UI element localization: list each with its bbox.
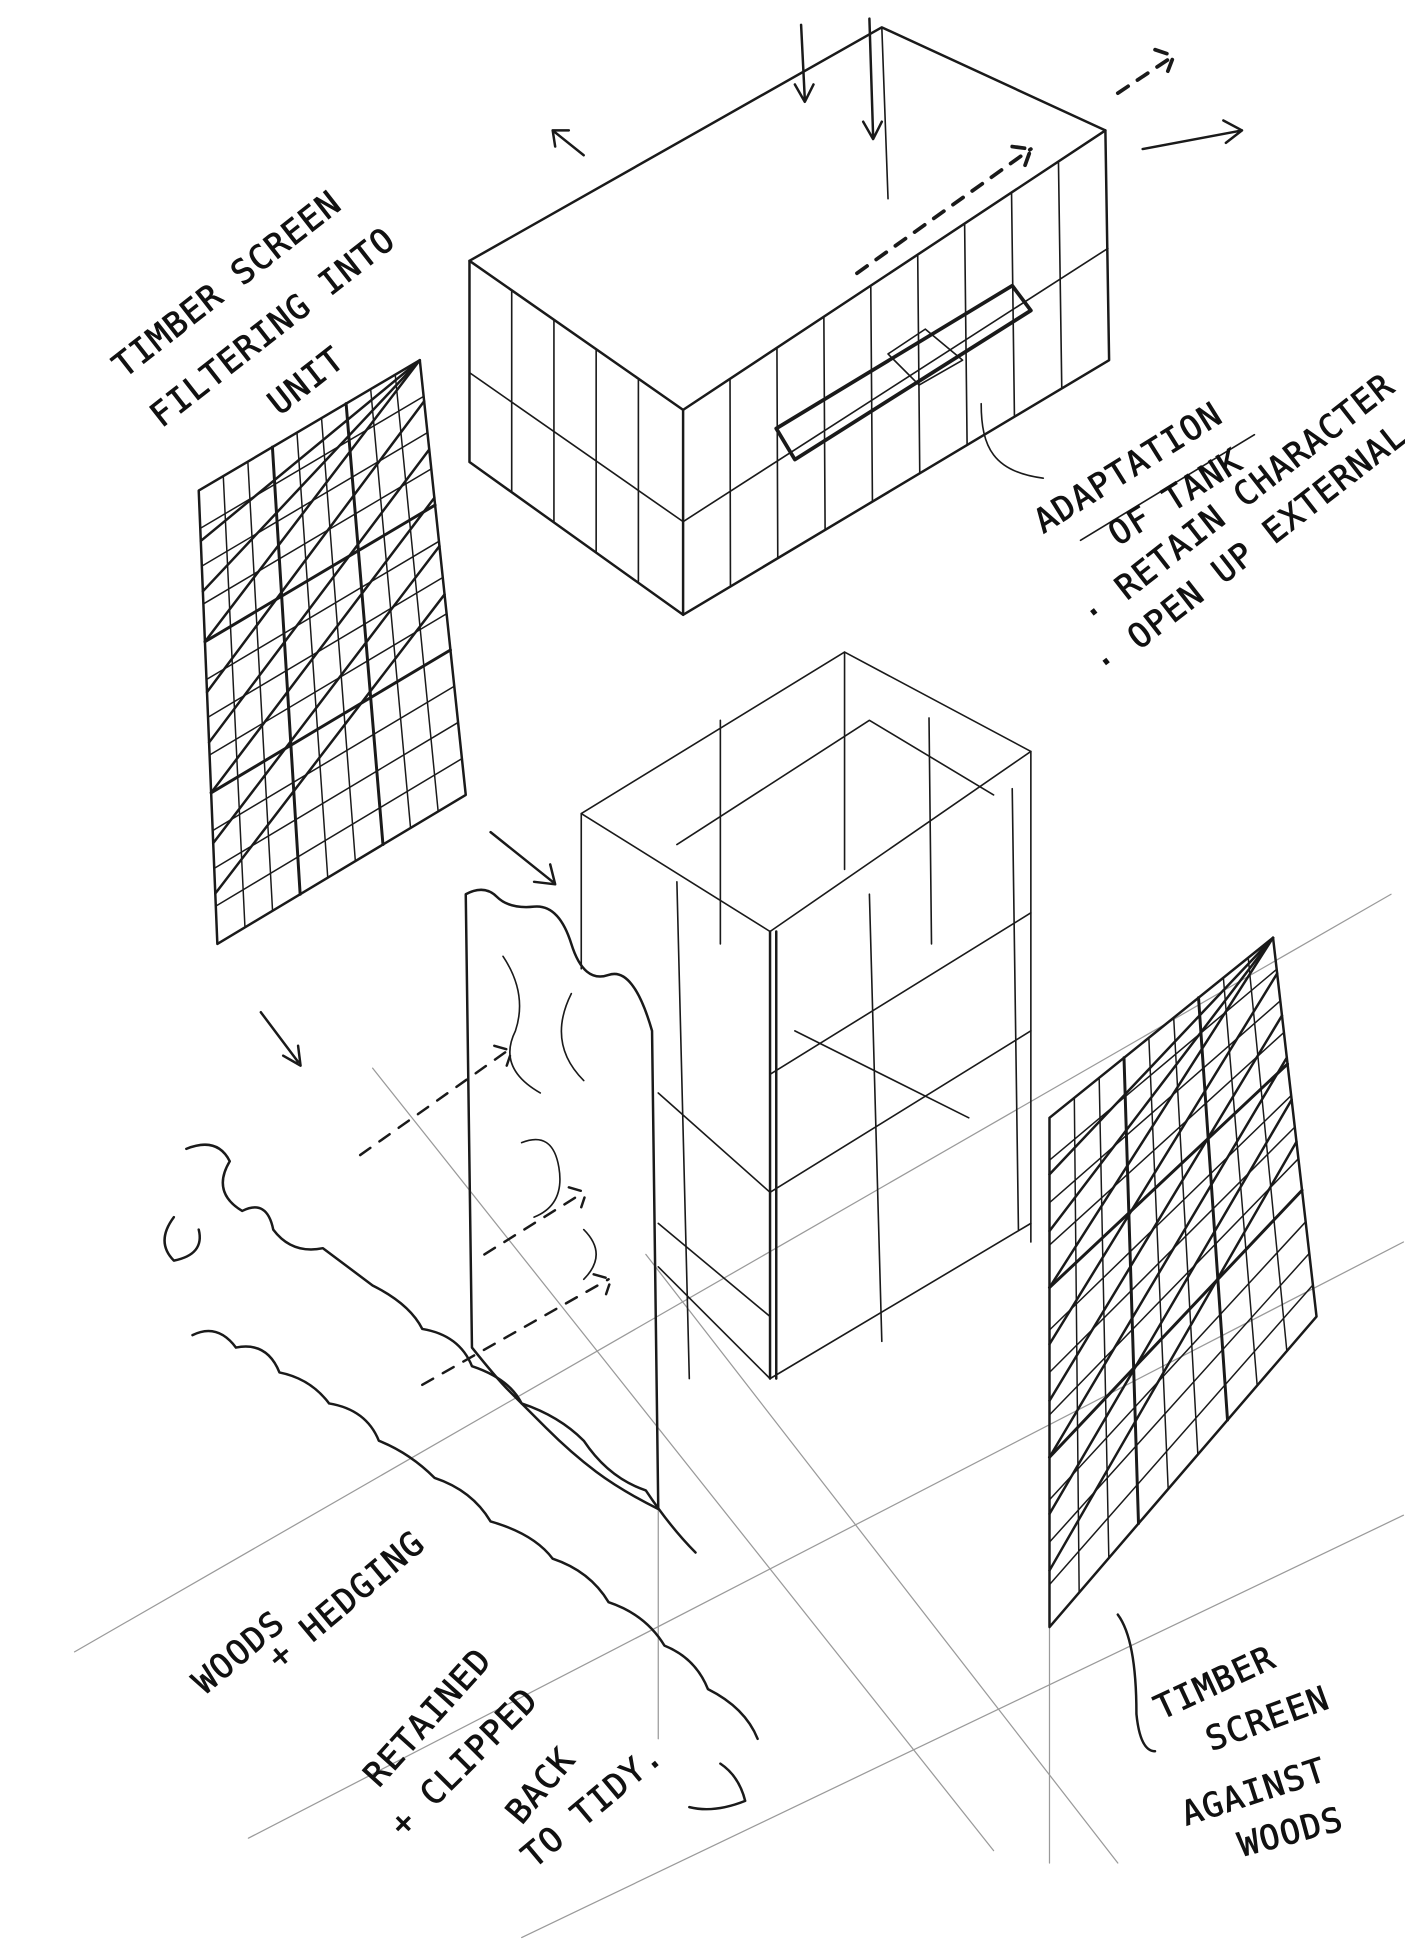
tank-cladding-line [1057,160,1063,390]
structural-frame [580,651,1032,1380]
svg-text:· RETAIN CHARACTER: · RETAIN CHARACTER [1074,365,1402,633]
svg-text:+ HEDGING: + HEDGING [260,1523,433,1677]
screen-hatch-line [207,576,444,719]
screen-hatch-line [1048,1031,1285,1246]
screen-hatch-line-diagonal [1048,936,1275,1233]
tank-cladding-line [916,253,921,475]
screen-hatch-line-diagonal [211,544,441,845]
annotation-line: + HEDGING [260,1523,433,1677]
screen-hatch-line [209,648,452,795]
screen-hatch-line-diagonal [1048,1098,1293,1516]
screen-hatch-line-diagonal [205,399,426,694]
screen-hatch-line-diagonal [1048,1140,1298,1572]
annotation-line: UNIT [260,339,352,422]
screen-hatch-line [1048,1221,1307,1501]
tank-cladding-line [963,222,968,446]
screen-hatch-line [202,468,433,605]
screen-hatch-line-diagonal [207,448,431,744]
timber-screen-left [197,358,467,946]
screen-hatch-line [1048,968,1278,1161]
annotation-woods-hedging: WOODS + HEDGING RETAINED + CLIPPED BACK … [185,1522,671,1875]
tank-cladding-line [1010,191,1016,418]
screen-hatch-line [199,395,425,530]
screen-hatch-line [215,757,463,907]
screen-hatch-line [1048,1094,1292,1331]
screen-hatch-line [203,503,437,644]
annotation-timber-screen-against-woods: TIMBER SCREEN AGAINST WOODS [1148,1637,1348,1865]
annotation-adaptation-of-tank: ADAPTATION OF TANK · RETAIN CHARACTER · … [1026,365,1405,684]
screen-hatch-line-diagonal [1048,972,1279,1346]
woods-hedge-lines [163,1143,1157,1811]
screen-hatch-line [213,721,459,870]
timber-screen-right [1047,936,1318,1629]
screen-hatch-line-diagonal [214,593,446,895]
screen-hatch-line [205,540,440,681]
tank-box [468,26,1111,617]
screen-hatch-line-diagonal [1048,1056,1289,1459]
tank-opening [774,283,1033,462]
screen-hatch-line [211,685,456,832]
heading-underline [1079,433,1256,542]
screen-hatch-line-diagonal [199,358,422,543]
svg-text:UNIT: UNIT [260,339,352,422]
screen-hatch-line-diagonal [201,358,422,593]
frame-arrow [259,830,557,1067]
screen-hatch-line [1048,1157,1300,1416]
tank-cladding-line [823,315,826,531]
screen-hatch-line [208,613,448,756]
tank-cladding-line [869,284,874,503]
screen-hatch-line [1048,1252,1311,1543]
tank-cladding-line [776,346,779,560]
annotation-bullet: · RETAIN CHARACTER [1074,365,1402,633]
screen-hatch-line [1048,1000,1282,1204]
screen-hatch-line [1048,1284,1314,1586]
retained-wall-panel [358,888,660,1511]
screen-hatch-line-diagonal [1048,1014,1284,1402]
ground-guidelines [73,893,1405,1939]
screen-hatch-line [1047,1188,1304,1459]
screen-hatch-line-diagonal [1048,936,1275,1176]
screen-hatch-line [1047,1062,1290,1290]
screen-hatch-line-diagonal [203,358,422,643]
screen-hatch-line-diagonal [1048,936,1275,1289]
tank-arrows [551,17,1244,276]
screen-hatch-line-diagonal [209,496,436,795]
